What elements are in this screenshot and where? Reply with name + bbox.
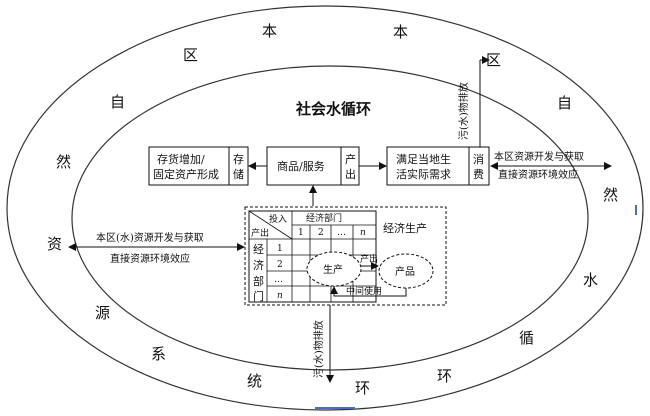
- intermediate-use-loop: [330, 286, 407, 297]
- economic-production-frame: [244, 206, 447, 306]
- output-side-label: 出: [345, 167, 356, 181]
- matrix-row-title-char: 门: [253, 289, 264, 303]
- outer-char: 自: [557, 94, 572, 112]
- outer-char: 自: [110, 93, 125, 111]
- matrix-row-label: n: [277, 291, 283, 301]
- inventory-box: 存货增加/ 固定资产形成 存 储: [148, 146, 249, 186]
- outer-char: 统: [247, 372, 262, 390]
- matrix-row-title-char: 济: [253, 258, 264, 272]
- intermediate-use-label: 中间使用: [346, 285, 382, 297]
- matrix-col-label: 1: [298, 228, 304, 238]
- inventory-line1: 存货增加/: [157, 152, 205, 166]
- outer-char: 区: [486, 51, 501, 69]
- outer-char: 然: [603, 186, 618, 204]
- output-arrow-label: 产出: [360, 253, 378, 265]
- matrix-sector-title: 经济部门: [306, 212, 342, 224]
- demand-line2: 活实际需求: [396, 167, 451, 181]
- outer-char: 环: [437, 367, 452, 385]
- pollution-bottom-label: 污(水)物排放: [312, 320, 325, 378]
- production-label: 生产: [323, 263, 343, 276]
- matrix-row-label: …: [274, 275, 283, 285]
- right-flow-line1: 本区资源开发与获取: [494, 150, 584, 163]
- outer-char: 源: [95, 304, 110, 322]
- outer-char: 环: [355, 379, 370, 397]
- outer-char: 本: [262, 22, 277, 40]
- output-side-label: 产: [345, 152, 356, 166]
- demand-line1: 满足当地生: [396, 152, 451, 166]
- left-flow-line2: 直接资源环境效应: [110, 252, 190, 265]
- consumption-side-label: 费: [473, 168, 484, 181]
- pollution-top-label: 污(水)物排放: [457, 82, 470, 140]
- goods-services-label: 商品/服务: [277, 159, 325, 173]
- production-ellipse: [306, 251, 362, 287]
- inventory-line2: 固定资产形成: [153, 167, 219, 181]
- outer-char: 然: [56, 153, 71, 171]
- outer-char: 本: [393, 23, 408, 41]
- outer-char: 区: [183, 46, 198, 64]
- matrix-col-label: …: [337, 228, 346, 238]
- storage-side-label: 存: [233, 152, 244, 166]
- matrix-header-output: 产出: [251, 227, 269, 239]
- outer-char: 系: [151, 345, 166, 363]
- outer-char: 水: [583, 271, 598, 289]
- matrix-col-label: n: [360, 228, 366, 238]
- goods-services-box: 商品/服务 产 出: [266, 146, 360, 186]
- local-demand-box: 满足当地生 活实际需求 消 费: [386, 146, 490, 186]
- left-flow-line1: 本区(水)资源开发与获取: [96, 231, 204, 244]
- consumption-side-label: 消: [473, 152, 484, 166]
- matrix-row-label: 2: [277, 260, 283, 270]
- economic-production-label: 经济生产: [383, 221, 427, 235]
- outer-char: 循: [519, 329, 534, 347]
- matrix-row-label: 1: [277, 244, 283, 254]
- outer-ellipse-natural-cycle: [6, 5, 644, 411]
- right-flow-line2: 直接资源环境效应: [498, 168, 578, 181]
- social-water-cycle-title: 社会水循环: [295, 100, 371, 118]
- product-ellipse: [378, 253, 434, 289]
- matrix-row-title-char: 经: [253, 243, 264, 256]
- outer-char: 资: [47, 235, 62, 253]
- matrix-col-label: 2: [318, 228, 324, 238]
- matrix-header-input: 投入: [269, 213, 287, 225]
- storage-side-label: 储: [233, 167, 244, 181]
- matrix-row-title-char: 部: [253, 274, 264, 288]
- product-label: 产品: [395, 265, 415, 278]
